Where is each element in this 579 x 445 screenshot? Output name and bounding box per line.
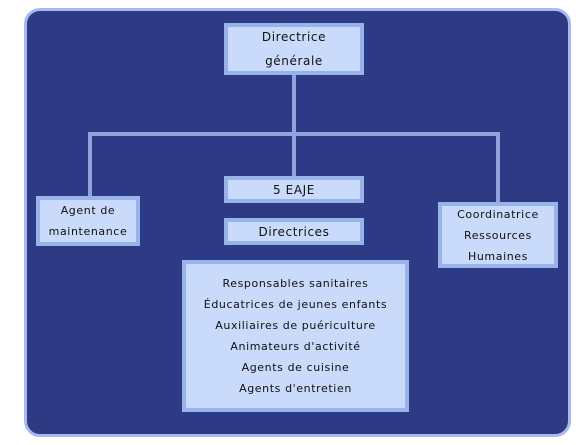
node-5-eaje: 5 EAJE xyxy=(224,176,364,203)
node-line: Directrice xyxy=(261,30,327,44)
node-coordinatrice-rh: Coordinatrice Ressources Humaines xyxy=(438,202,558,268)
node-directrices: Directrices xyxy=(224,218,364,245)
node-agent-maintenance: Agent de maintenance xyxy=(36,196,140,246)
staff-line: Agents de cuisine xyxy=(241,361,350,374)
node-label: 5 EAJE xyxy=(273,182,315,197)
node-directrice-generale: Directrice générale xyxy=(224,23,364,75)
staff-line: Auxiliaires de puériculture xyxy=(215,319,376,332)
node-line: Agent de xyxy=(60,204,116,217)
staff-line: Animateurs d'activité xyxy=(230,340,361,353)
node-line: maintenance xyxy=(48,225,128,238)
staff-line: Responsables sanitaires xyxy=(222,277,369,290)
node-line: Ressources xyxy=(464,228,532,242)
staff-line: Éducatrices de jeunes enfants xyxy=(203,298,388,311)
node-line: Coordinatrice xyxy=(457,207,539,221)
node-line: Humaines xyxy=(467,249,529,263)
node-staff-list: Responsables sanitaires Éducatrices de j… xyxy=(182,260,409,412)
node-line: générale xyxy=(265,54,323,68)
node-label: Directrices xyxy=(258,224,330,239)
staff-line: Agents d'entretien xyxy=(239,382,352,395)
